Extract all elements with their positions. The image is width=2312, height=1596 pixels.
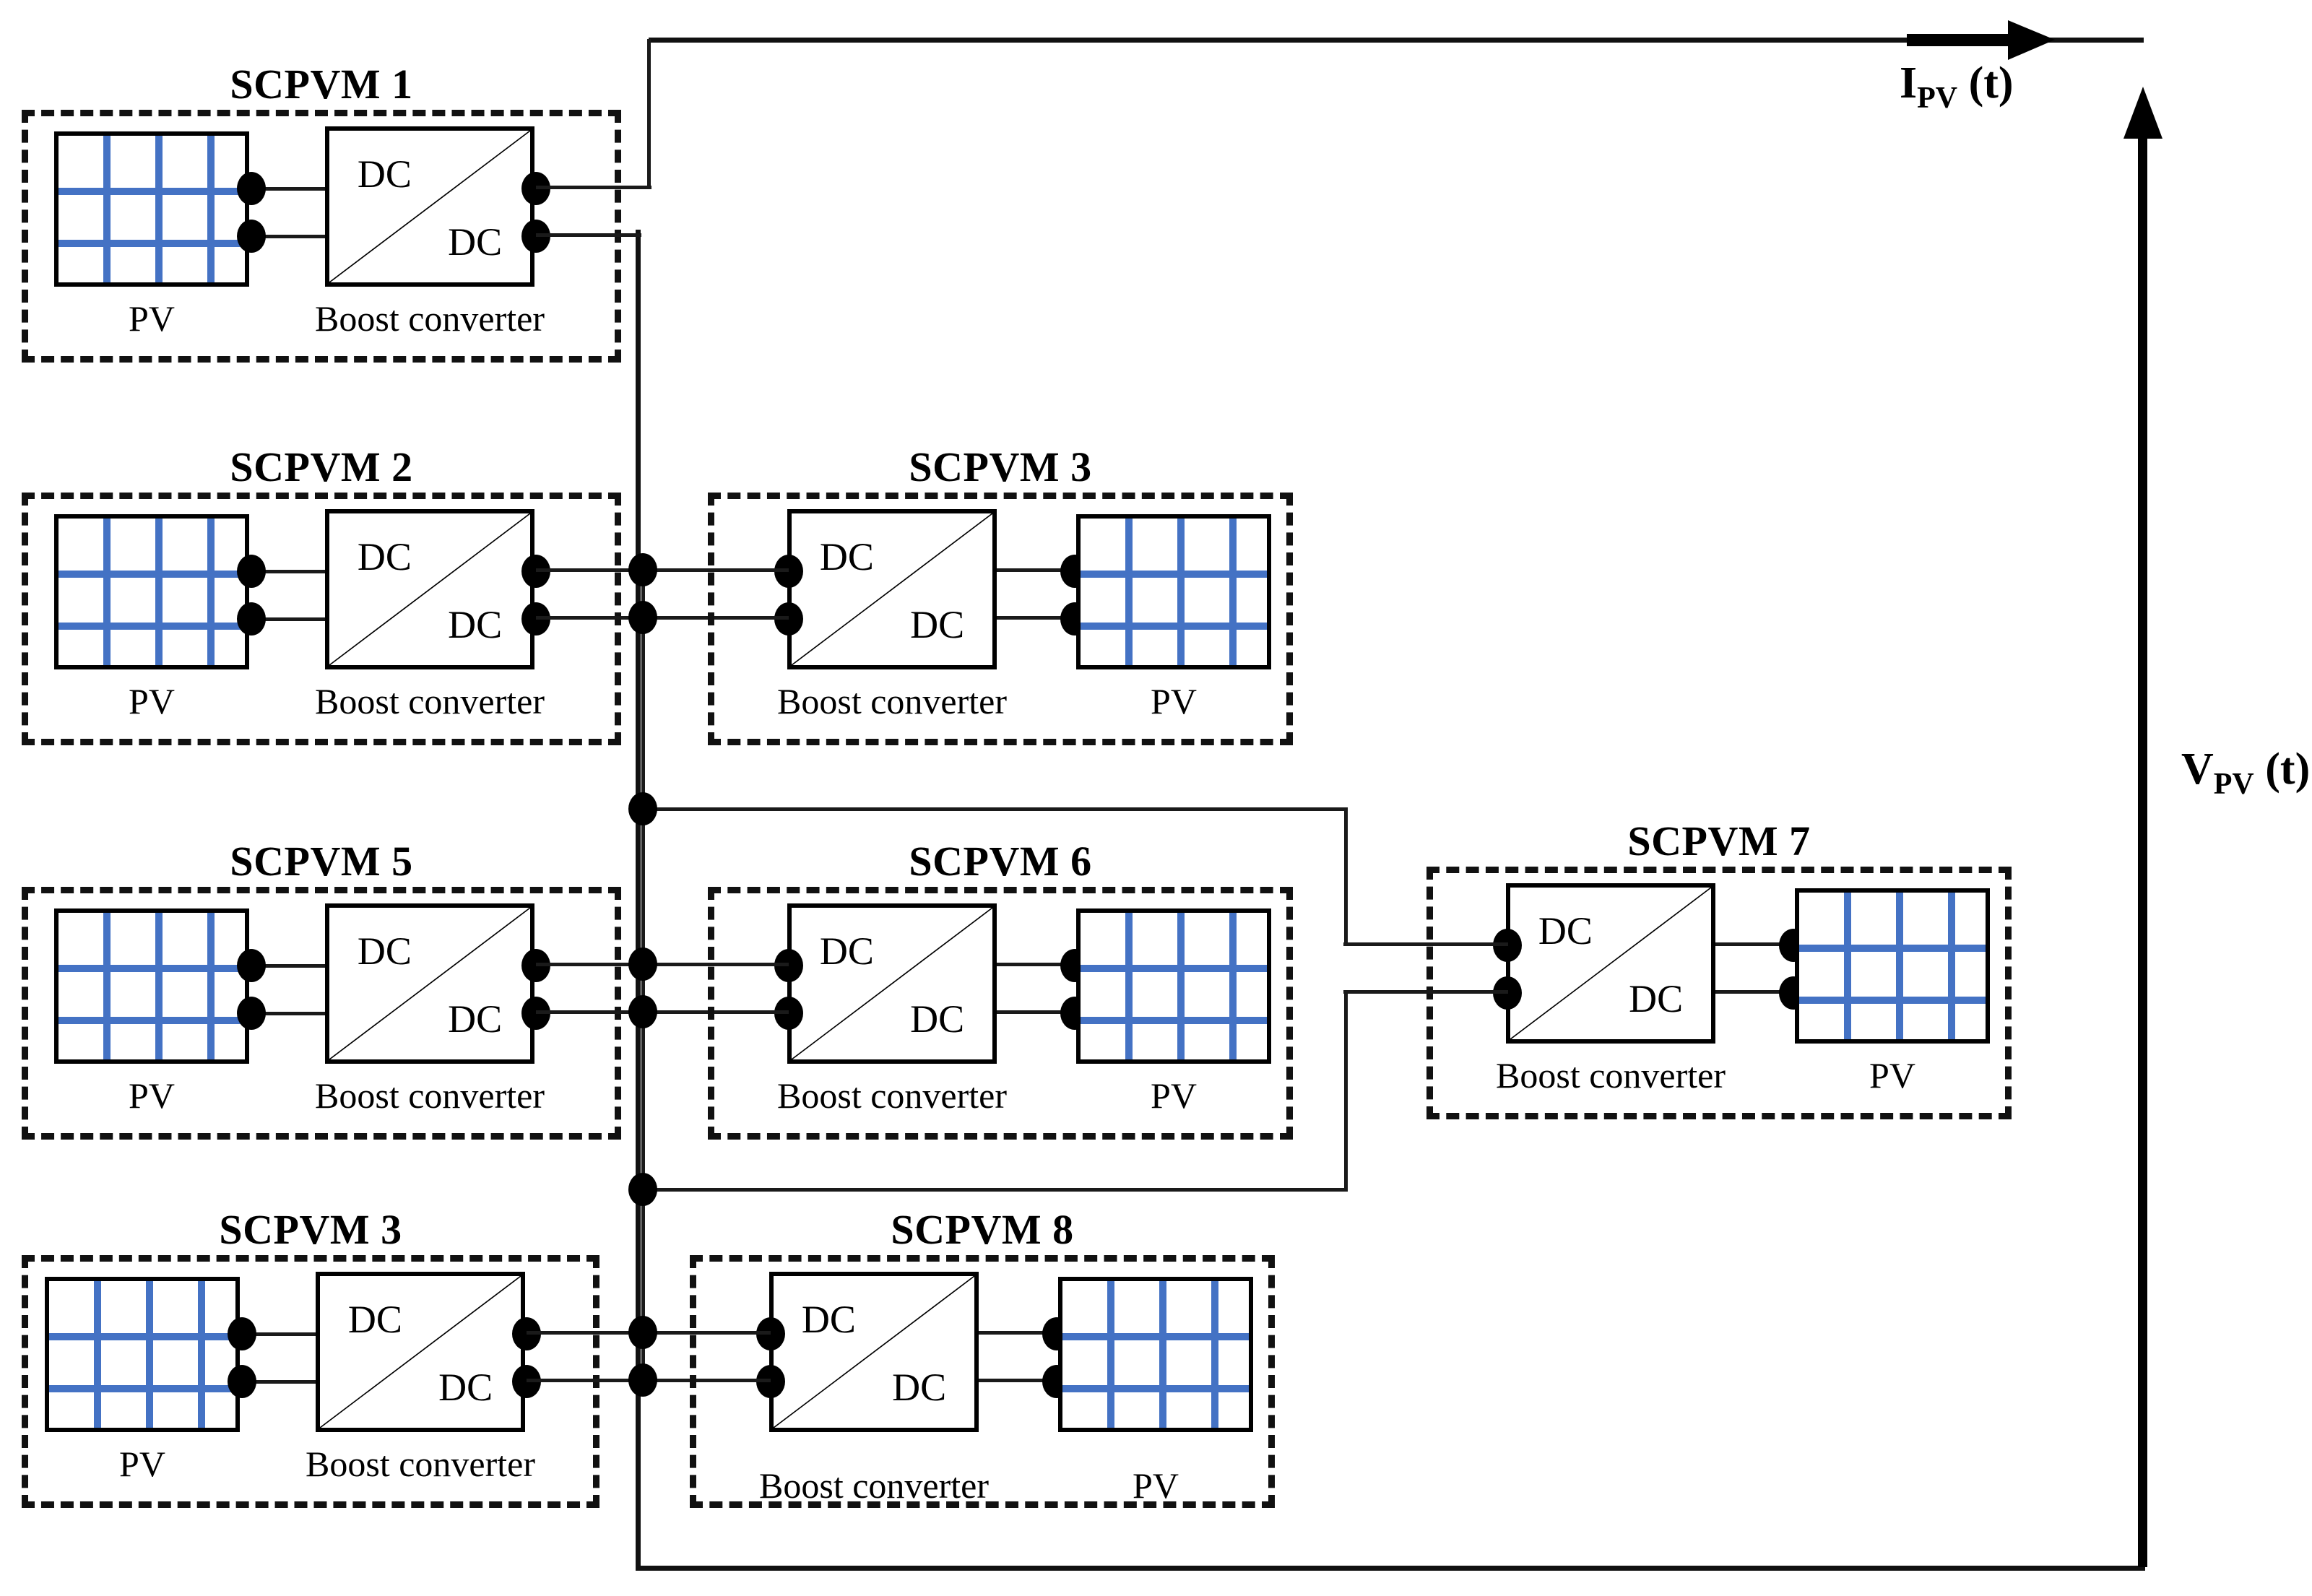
pv-panel-5 <box>54 908 249 1064</box>
dc-input-label: DC <box>819 535 874 579</box>
boost-converter-3: DC DC <box>787 509 997 669</box>
boost-converter-label-3: Boost converter <box>777 681 1007 721</box>
pv-label-2: PV <box>129 681 175 721</box>
bus-top <box>649 38 2144 43</box>
module-scpvm-6[interactable]: SCPVM 6 <box>708 838 1293 1140</box>
bus-bottom <box>636 1566 2145 1571</box>
module-scpvm-3[interactable]: SCPVM 3 <box>708 443 1293 745</box>
terminal-dot <box>237 997 266 1030</box>
dc-input-label: DC <box>357 929 412 973</box>
bus-junction-dot <box>628 1173 657 1206</box>
center-bus-upper <box>641 556 645 816</box>
module-title: SCPVM 1 <box>230 61 413 108</box>
wire-down-from-scpvm7-bottom <box>1344 990 1348 1191</box>
terminal-dot <box>228 1365 256 1398</box>
module-title: SCPVM 2 <box>230 443 413 490</box>
pv-label-3: PV <box>1151 681 1197 721</box>
boost-converter-1: DC DC <box>325 126 534 287</box>
pv-label-8: PV <box>1133 1465 1179 1506</box>
boost-converter-label-6: Boost converter <box>777 1075 1007 1116</box>
dc-input-label: DC <box>357 535 412 579</box>
module-title: SCPVM 3 <box>909 443 1092 490</box>
boost-converter-label-1: Boost converter <box>315 298 545 339</box>
bus-junction-dot <box>628 553 657 586</box>
pv-label-7: PV <box>1869 1055 1915 1096</box>
terminal-dot <box>237 555 266 588</box>
dc-output-label: DC <box>910 997 965 1041</box>
pv-panel-3 <box>1076 514 1271 669</box>
dc-input-label: DC <box>1538 909 1593 953</box>
module-title: SCPVM 8 <box>891 1206 1074 1253</box>
wire-down-to-scpvm7-top <box>1344 807 1348 945</box>
boost-converter-label-2: Boost converter <box>315 681 545 721</box>
boost-converter-5: DC DC <box>325 903 534 1064</box>
module-title: SCPVM 3 <box>219 1206 402 1253</box>
wire-bus-to-scpvm7-top <box>641 807 1348 811</box>
boost-converter-2: DC DC <box>325 509 534 669</box>
terminal-dot <box>237 172 266 205</box>
current-label: IPV (t) <box>1900 58 2014 115</box>
bus-junction-dot <box>628 1316 657 1349</box>
dc-output-label: DC <box>438 1365 493 1409</box>
module-title: SCPVM 5 <box>230 838 413 885</box>
boost-converter-label-3b: Boost converter <box>306 1444 535 1484</box>
pv-label-6: PV <box>1151 1075 1197 1116</box>
bus-left-vertical <box>636 230 641 1569</box>
pv-panel-7 <box>1795 888 1990 1044</box>
dc-output-label: DC <box>1629 976 1684 1020</box>
boost-converter-8: DC DC <box>769 1272 979 1432</box>
dc-output-label: DC <box>910 602 965 646</box>
dc-output-label: DC <box>448 602 503 646</box>
boost-converter-label-5: Boost converter <box>315 1075 545 1116</box>
pv-label-3b: PV <box>119 1444 165 1484</box>
pv-panel-1 <box>54 131 249 287</box>
pv-label-1: PV <box>129 298 175 339</box>
boost-converter-6: DC DC <box>787 903 997 1064</box>
wire-scpvm7-bottom-to-bus <box>641 1188 1348 1192</box>
current-arrow-icon <box>1907 20 2055 60</box>
pv-label-5: PV <box>129 1075 175 1116</box>
terminal-dot <box>228 1317 256 1350</box>
pv-panel-2 <box>54 514 249 669</box>
bus-junction-dot <box>628 947 657 981</box>
boost-converter-label-7: Boost converter <box>1496 1055 1726 1096</box>
dc-input-label: DC <box>357 152 412 196</box>
module-scpvm-8[interactable]: SCPVM 8 <box>690 1206 1275 1508</box>
center-bus-lower <box>641 1188 645 1369</box>
bus-junction-dot <box>628 1363 657 1397</box>
module-title: SCPVM 7 <box>1627 817 1811 864</box>
dc-input-label: DC <box>801 1298 856 1342</box>
module-title: SCPVM 6 <box>909 838 1092 885</box>
bus-junction-dot <box>628 792 657 825</box>
voltage-label: VPV (t) <box>2181 745 2311 801</box>
boost-converter-3b: DC DC <box>316 1272 525 1432</box>
terminal-dot <box>237 220 266 253</box>
dc-output-label: DC <box>892 1365 947 1409</box>
dc-input-label: DC <box>819 929 874 973</box>
terminal-dot <box>237 602 266 636</box>
bus-junction-dot <box>628 995 657 1028</box>
boost-converter-label-8: Boost converter <box>759 1465 989 1506</box>
voltage-arrow-icon <box>2123 87 2162 139</box>
dc-output-label: DC <box>448 997 503 1041</box>
dc-output-label: DC <box>448 220 503 264</box>
bus-junction-dot <box>628 601 657 634</box>
pv-panel-8 <box>1058 1277 1253 1432</box>
pv-panel-3b <box>45 1277 240 1432</box>
dc-input-label: DC <box>347 1298 402 1342</box>
pv-panel-6 <box>1076 908 1271 1064</box>
voltage-bus-bar <box>2138 123 2147 1567</box>
boost-converter-7: DC DC <box>1506 883 1715 1044</box>
terminal-dot <box>237 949 266 982</box>
